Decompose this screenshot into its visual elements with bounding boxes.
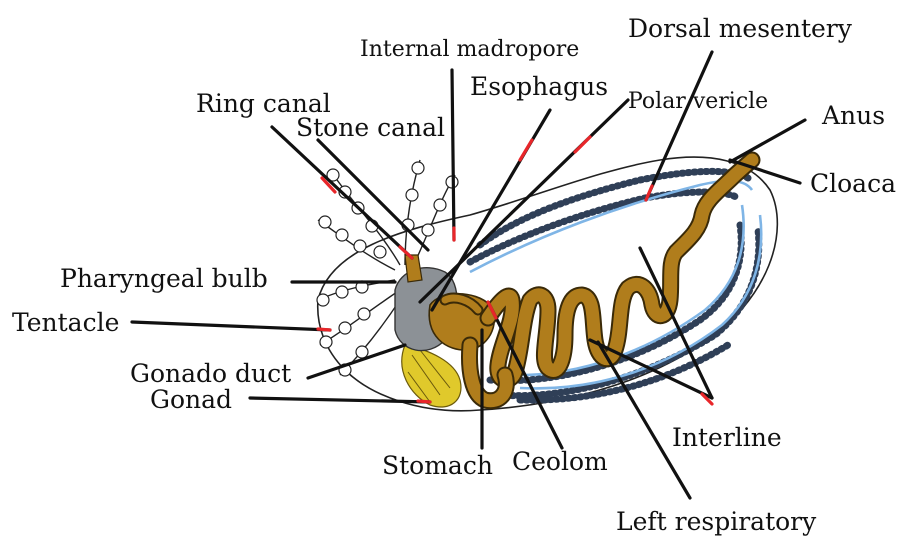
- label-stomach: Stomach: [382, 451, 493, 480]
- label-dorsal-mesentery: Dorsal mesentery: [628, 14, 853, 43]
- leader-tentacle: [132, 322, 330, 330]
- leader-internal-madropore: [452, 70, 454, 240]
- label-left-respiratory: Left respiratory: [616, 507, 817, 536]
- label-interline: Interline: [672, 423, 782, 452]
- label-ceolom: Ceolom: [512, 447, 608, 476]
- label-stone-canal: Stone canal: [296, 113, 445, 142]
- label-gonado-duct: Gonado duct: [130, 359, 291, 388]
- label-pharyngeal-bulb: Pharyngeal bulb: [60, 264, 268, 293]
- label-tentacle: Tentacle: [12, 308, 119, 337]
- label-internal-madropore: Internal madropore: [360, 37, 579, 62]
- label-anus: Anus: [821, 101, 885, 130]
- leader-anus: [730, 120, 805, 162]
- label-cloaca: Cloaca: [810, 169, 896, 198]
- label-esophagus: Esophagus: [470, 72, 608, 101]
- label-gonad: Gonad: [150, 385, 232, 414]
- label-polar-vericle: Polar vericle: [628, 89, 768, 114]
